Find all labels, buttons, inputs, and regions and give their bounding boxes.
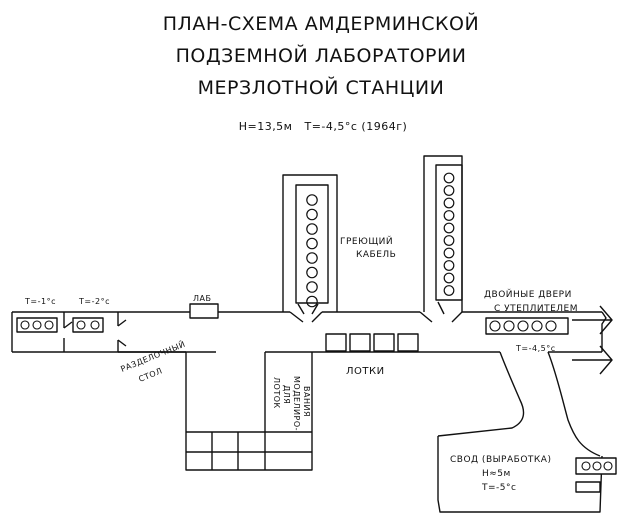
temperature-room-2: T=-2°c <box>78 297 110 306</box>
instrument-circle <box>503 320 515 332</box>
tray-1 <box>325 333 347 352</box>
title-line-2: ПОДЗЕМНОЙ ЛАБОРАТОРИИ <box>176 44 467 67</box>
sample-circle <box>443 285 455 296</box>
sample-circle <box>443 260 455 271</box>
tray-2 <box>349 333 371 352</box>
instrument-circle <box>90 320 100 330</box>
gallery-2-walls <box>423 155 463 312</box>
instrument-circle <box>531 320 543 332</box>
instrument-circle <box>76 320 86 330</box>
gallery-1-sample-circles <box>306 194 318 308</box>
sample-circle <box>306 281 318 293</box>
temperature-room-1: T=-1°c <box>24 297 56 306</box>
temperature-corridor: T=-4,5°c <box>515 344 556 353</box>
modeling-tray-label-4: ВАНИЯ <box>302 386 311 417</box>
tray-4 <box>397 333 419 352</box>
modeling-tray-label-3: МОДЕЛИРО- <box>292 376 301 431</box>
instrument-circle <box>44 320 54 330</box>
sample-circle <box>443 172 455 184</box>
instrument-circle <box>603 461 613 471</box>
gallery-1-inner <box>295 184 329 304</box>
sample-circle <box>443 272 455 284</box>
vault-label-1: СВОД (ВЫРАБОТКА) <box>450 455 551 465</box>
sample-circle <box>306 237 318 250</box>
sample-circle <box>443 247 455 259</box>
gallery-1-door <box>289 303 323 323</box>
title-line-1: ПЛАН-СХЕМА АМДЕРМИНСКОЙ <box>163 12 479 35</box>
heating-cable-label-2: КАБЕЛЬ <box>356 250 396 260</box>
sample-circle <box>306 252 318 264</box>
instrument-box-circles <box>20 320 613 471</box>
gallery-1-walls <box>282 174 338 312</box>
double-doors-label-2: С УТЕПЛИТЕЛЕМ <box>494 304 578 314</box>
entrance-arrow-bottom <box>572 345 613 375</box>
tray-3 <box>373 333 395 352</box>
instrument-box-room1 <box>16 317 58 333</box>
instrument-box-vault-bottom <box>575 481 601 493</box>
lower-hall-walls <box>185 352 313 471</box>
vault-label-2: H≈5м <box>482 469 511 479</box>
title-parameters: H=13,5м T=-4,5°c (1964г) <box>239 120 408 133</box>
sample-circle <box>306 295 318 308</box>
corridor-right-end <box>601 311 607 352</box>
modeling-tray-label-1: ЛОТОК <box>272 377 281 409</box>
instrument-circle <box>32 320 42 330</box>
door-swing-2 <box>117 319 127 327</box>
vault-label-3: T=-5°c <box>481 483 516 493</box>
instrument-circle <box>592 461 602 471</box>
title-line-3: МЕРЗЛОТНОЙ СТАНЦИИ <box>198 76 445 99</box>
modeling-tray-label-2: ДЛЯ <box>282 385 291 404</box>
double-doors-label-1: ДВОЙНЫЕ ДВЕРИ <box>484 288 572 300</box>
lab-box <box>189 303 219 319</box>
gallery-2-sample-circles <box>443 172 455 296</box>
heating-cable-label-1: ГРЕЮЩИЙ <box>340 235 393 247</box>
sample-circle <box>443 197 455 209</box>
lower-hall-grid <box>186 431 312 470</box>
instrument-circle <box>581 461 591 471</box>
sample-circle <box>443 210 455 221</box>
instrument-circle <box>517 320 529 332</box>
sample-circle <box>443 222 455 234</box>
vault-outline <box>437 436 603 513</box>
door-swing-1 <box>63 321 73 329</box>
instrument-circle <box>20 320 30 330</box>
lab-label: ЛАБ <box>193 294 211 303</box>
cutting-table-label-2: СТОЛ <box>137 366 163 384</box>
instrument-circle <box>489 320 501 332</box>
sample-circle <box>443 185 455 196</box>
entrance-arrow-top <box>572 305 613 335</box>
trays-label: ЛОТКИ <box>346 366 385 377</box>
sample-circle <box>443 235 455 246</box>
sample-circle <box>306 266 318 279</box>
gallery-2-door <box>419 301 463 323</box>
instrument-circle <box>545 320 557 332</box>
sample-circle <box>306 223 318 235</box>
vault-passage-left <box>437 351 525 437</box>
sample-circle <box>306 194 318 206</box>
vault-passage-right <box>547 351 601 457</box>
gallery-2-inner <box>435 164 463 301</box>
door-swing-3 <box>117 339 127 347</box>
sample-circle <box>306 208 318 221</box>
